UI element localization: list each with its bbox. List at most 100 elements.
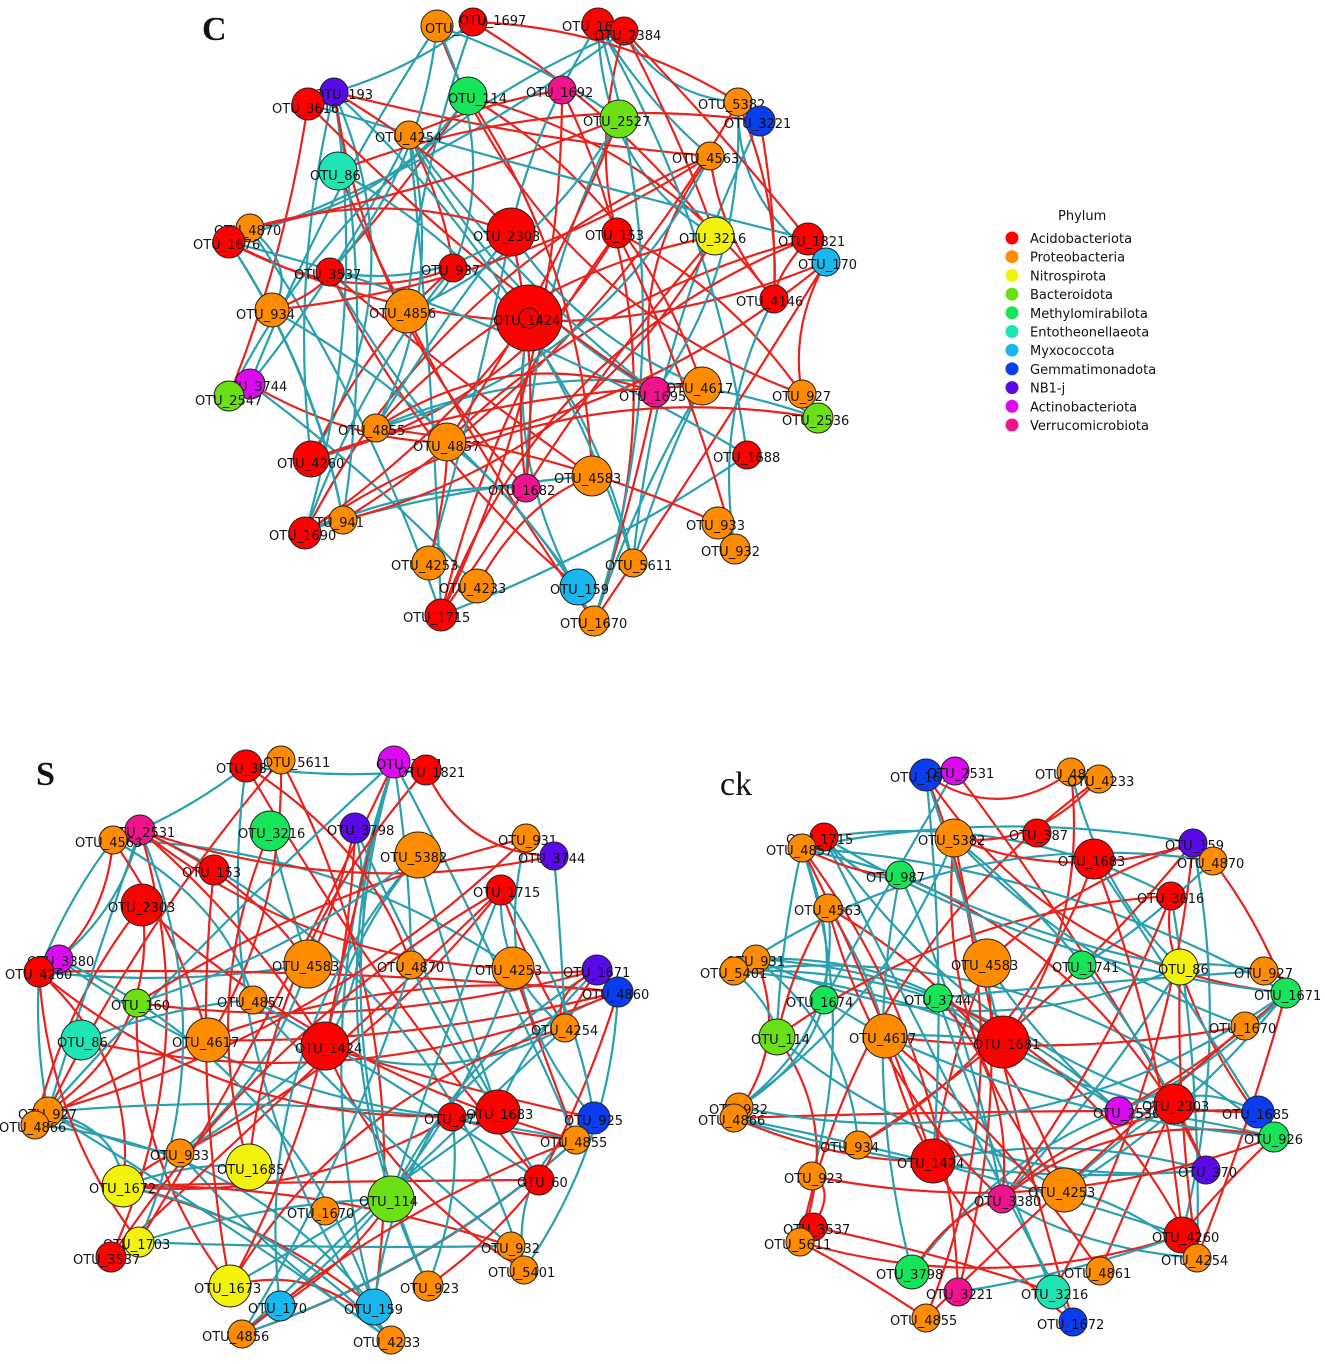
network-edge (822, 835, 1176, 1106)
node-label: OTU_1681 (973, 1038, 1040, 1053)
network-node: OTU_1682 (488, 473, 555, 503)
node-label: OTU_923 (400, 1282, 459, 1297)
node-circle (1230, 1011, 1260, 1041)
legend-swatch (1005, 231, 1019, 245)
network-edge (121, 1178, 541, 1188)
node-label: OTU_4253 (475, 964, 542, 979)
phylum-legend: Phylum AcidobacteriotaProteobacteriaNitr… (1005, 209, 1156, 434)
network-edge (924, 770, 1073, 800)
node-circle (758, 1018, 796, 1056)
node-label: OTU_4253 (1028, 1186, 1095, 1201)
network-edge (758, 119, 776, 301)
network-node: OTU_1683 (1058, 838, 1125, 880)
network-edge (328, 24, 439, 274)
network-edge (856, 841, 1195, 1147)
network-edge (439, 237, 810, 617)
node-circle (511, 473, 541, 503)
node-label: OTU_3537 (73, 1253, 140, 1268)
network-node: OTU_4856 (369, 288, 436, 334)
network-edge (138, 828, 556, 875)
network-node: OTU_1673 (890, 758, 957, 792)
node-label: OTU_4857 (217, 996, 284, 1011)
network-edge (592, 384, 704, 623)
legend-swatch (1005, 268, 1019, 282)
network-node: OTU_3798 (876, 1254, 943, 1290)
node-circle (787, 379, 817, 409)
network-node: OTU_4870 (1177, 846, 1244, 876)
network-edge (251, 998, 513, 1248)
network-node: OTU_1424 (295, 1021, 362, 1071)
node-label: OTU_170 (798, 258, 857, 273)
network-edge (800, 846, 1288, 995)
network-edge (653, 100, 740, 394)
node-label: OTU_4583 (554, 472, 621, 487)
node-circle (695, 141, 725, 171)
node-label: OTU_3744 (904, 994, 971, 1009)
network-edge (227, 240, 749, 457)
node-circle (411, 545, 447, 581)
node-label: OTU_4583 (951, 959, 1018, 974)
network-node: OTU_923 (784, 1161, 843, 1191)
network-edge (466, 94, 594, 478)
node-label: OTU_4583 (272, 960, 339, 975)
node-label: OTU_4253 (391, 559, 458, 574)
network-edge (800, 846, 935, 1163)
network-edge (822, 769, 957, 1002)
network-node: OTU_1695 (619, 376, 686, 408)
network-node: OTU_1671 (1254, 977, 1321, 1009)
network-edge (274, 853, 420, 1308)
node-label: OTU_2531 (927, 767, 994, 782)
network-node: OTU_933 (150, 1138, 209, 1168)
node-label: OTU_3380 (974, 1195, 1041, 1210)
node-circle (547, 75, 577, 105)
network-edge (374, 133, 424, 430)
network-edge (931, 1147, 1208, 1172)
legend-label: NB1-j (1030, 382, 1065, 397)
network-node: OTU_1681 (973, 1015, 1040, 1069)
network-node: OTU_2384 (594, 16, 661, 46)
network-node: OTU_4146 (736, 284, 803, 314)
node-label: OTU_4617 (172, 1036, 239, 1051)
network-node: OTU_2536 (1093, 1096, 1160, 1126)
network-edge (244, 764, 413, 967)
network-edge (956, 961, 993, 1294)
node-label: OTU_4866 (698, 1114, 765, 1129)
node-circle (288, 516, 322, 550)
node-circle (459, 568, 495, 604)
node-label: OTU_4563 (672, 152, 739, 167)
node-label: OTU_4855 (338, 424, 405, 439)
node-label: OTU_4866 (0, 1121, 66, 1136)
node-label: OTU_4617 (666, 382, 733, 397)
panel-title-c: C (202, 11, 227, 48)
node-circle (165, 1138, 195, 1168)
network-node: OTU_4583 (951, 938, 1018, 988)
network-edge (924, 1024, 1247, 1320)
network-edge (800, 846, 834, 1178)
network-node: OTU_4253 (1028, 1167, 1095, 1213)
node-label: OTU_1674 (786, 996, 853, 1011)
network-node: OTU_387 (1009, 818, 1068, 848)
network-node: OTU_5382 (918, 818, 985, 858)
network-edge (33, 1123, 376, 1309)
node-circle (962, 938, 1012, 988)
node-circle (410, 754, 442, 786)
node-label: OTU_4563 (794, 904, 861, 919)
network-edge (374, 378, 820, 430)
network-edge (509, 230, 532, 490)
node-circle (1163, 1216, 1201, 1254)
node-circle (577, 1101, 611, 1135)
network-edge (811, 1225, 1055, 1294)
network-node: OTU_927 (1234, 956, 1293, 986)
network-edge (798, 1233, 1184, 1270)
node-circle (976, 1015, 1030, 1069)
node-circle (719, 1103, 749, 1133)
node-label: OTU_927 (1234, 967, 1293, 982)
node-label: OTU_5401 (700, 967, 767, 982)
network-node: OTU_3216 (1021, 1274, 1088, 1310)
node-label: OTU_472 (424, 1113, 483, 1128)
network-edge (323, 1044, 526, 1272)
network-edge (471, 20, 740, 104)
network-edge (111, 838, 515, 970)
node-circle (377, 745, 411, 779)
network-edge (111, 838, 255, 1002)
